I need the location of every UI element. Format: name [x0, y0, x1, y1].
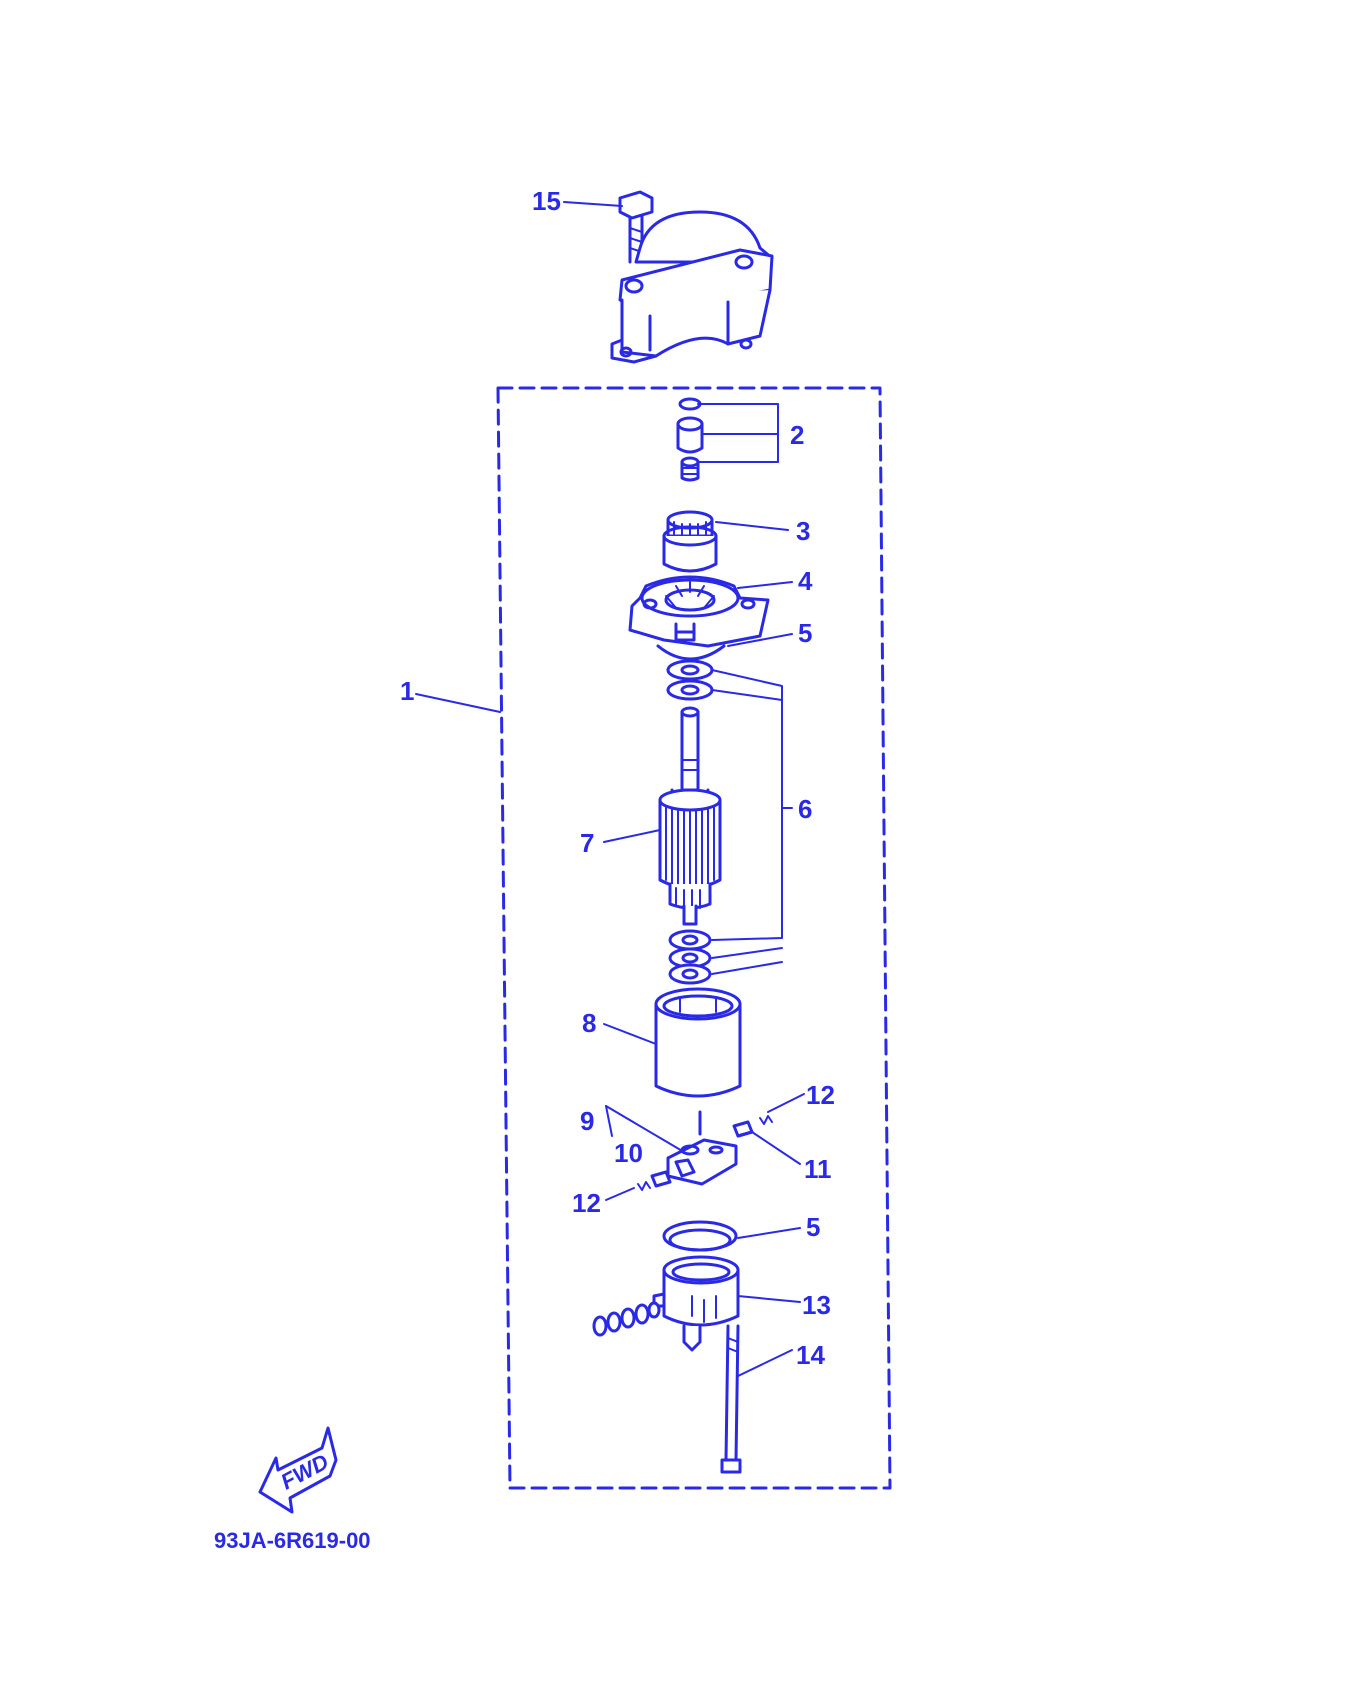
part-4-front-cover	[628, 575, 770, 648]
callout-5-upper: 5	[798, 618, 812, 648]
part-11-brush-left	[650, 1170, 672, 1188]
assembly-outline	[496, 386, 892, 1490]
part-3-pinion-clutch	[662, 510, 718, 573]
leader-lines	[415, 201, 805, 1377]
callout-3: 3	[796, 516, 810, 546]
callout-9: 9	[580, 1106, 594, 1136]
part-6-washers-upper	[666, 659, 714, 701]
part-6-washers-lower	[668, 929, 712, 985]
part-12-spring-left	[637, 1181, 651, 1191]
top-bracket	[610, 210, 774, 364]
part-11-brush-right	[732, 1120, 754, 1138]
callout-11: 11	[804, 1154, 832, 1184]
part-2-stopper-set	[676, 397, 704, 482]
callout-15: 15	[532, 186, 561, 216]
callout-7: 7	[580, 828, 594, 858]
callout-13: 13	[802, 1290, 831, 1320]
callout-2: 2	[790, 420, 804, 450]
callout-12-left: 12	[572, 1188, 601, 1218]
part-5-o-ring-upper	[656, 644, 726, 661]
fwd-arrow-icon: FWD	[258, 1426, 338, 1514]
part-13-rear-cover	[652, 1255, 740, 1352]
callout-12-right: 12	[806, 1080, 835, 1110]
callout-14: 14	[796, 1340, 825, 1370]
callout-1: 1	[400, 676, 414, 706]
callout-5-lower: 5	[806, 1212, 820, 1242]
callout-10: 10	[614, 1138, 643, 1168]
terminal-nuts	[592, 1301, 661, 1337]
callout-8: 8	[582, 1008, 596, 1038]
callout-4: 4	[798, 566, 813, 596]
part-5-o-ring-lower	[662, 1220, 738, 1252]
part-14-through-bolt	[720, 1324, 742, 1474]
part-8-yoke	[654, 987, 742, 1098]
callout-6: 6	[798, 794, 812, 824]
part-7-armature	[658, 706, 722, 926]
part-12-spring-right	[759, 1115, 773, 1125]
drawing-code: 93JA-6R619-00	[214, 1528, 371, 1553]
